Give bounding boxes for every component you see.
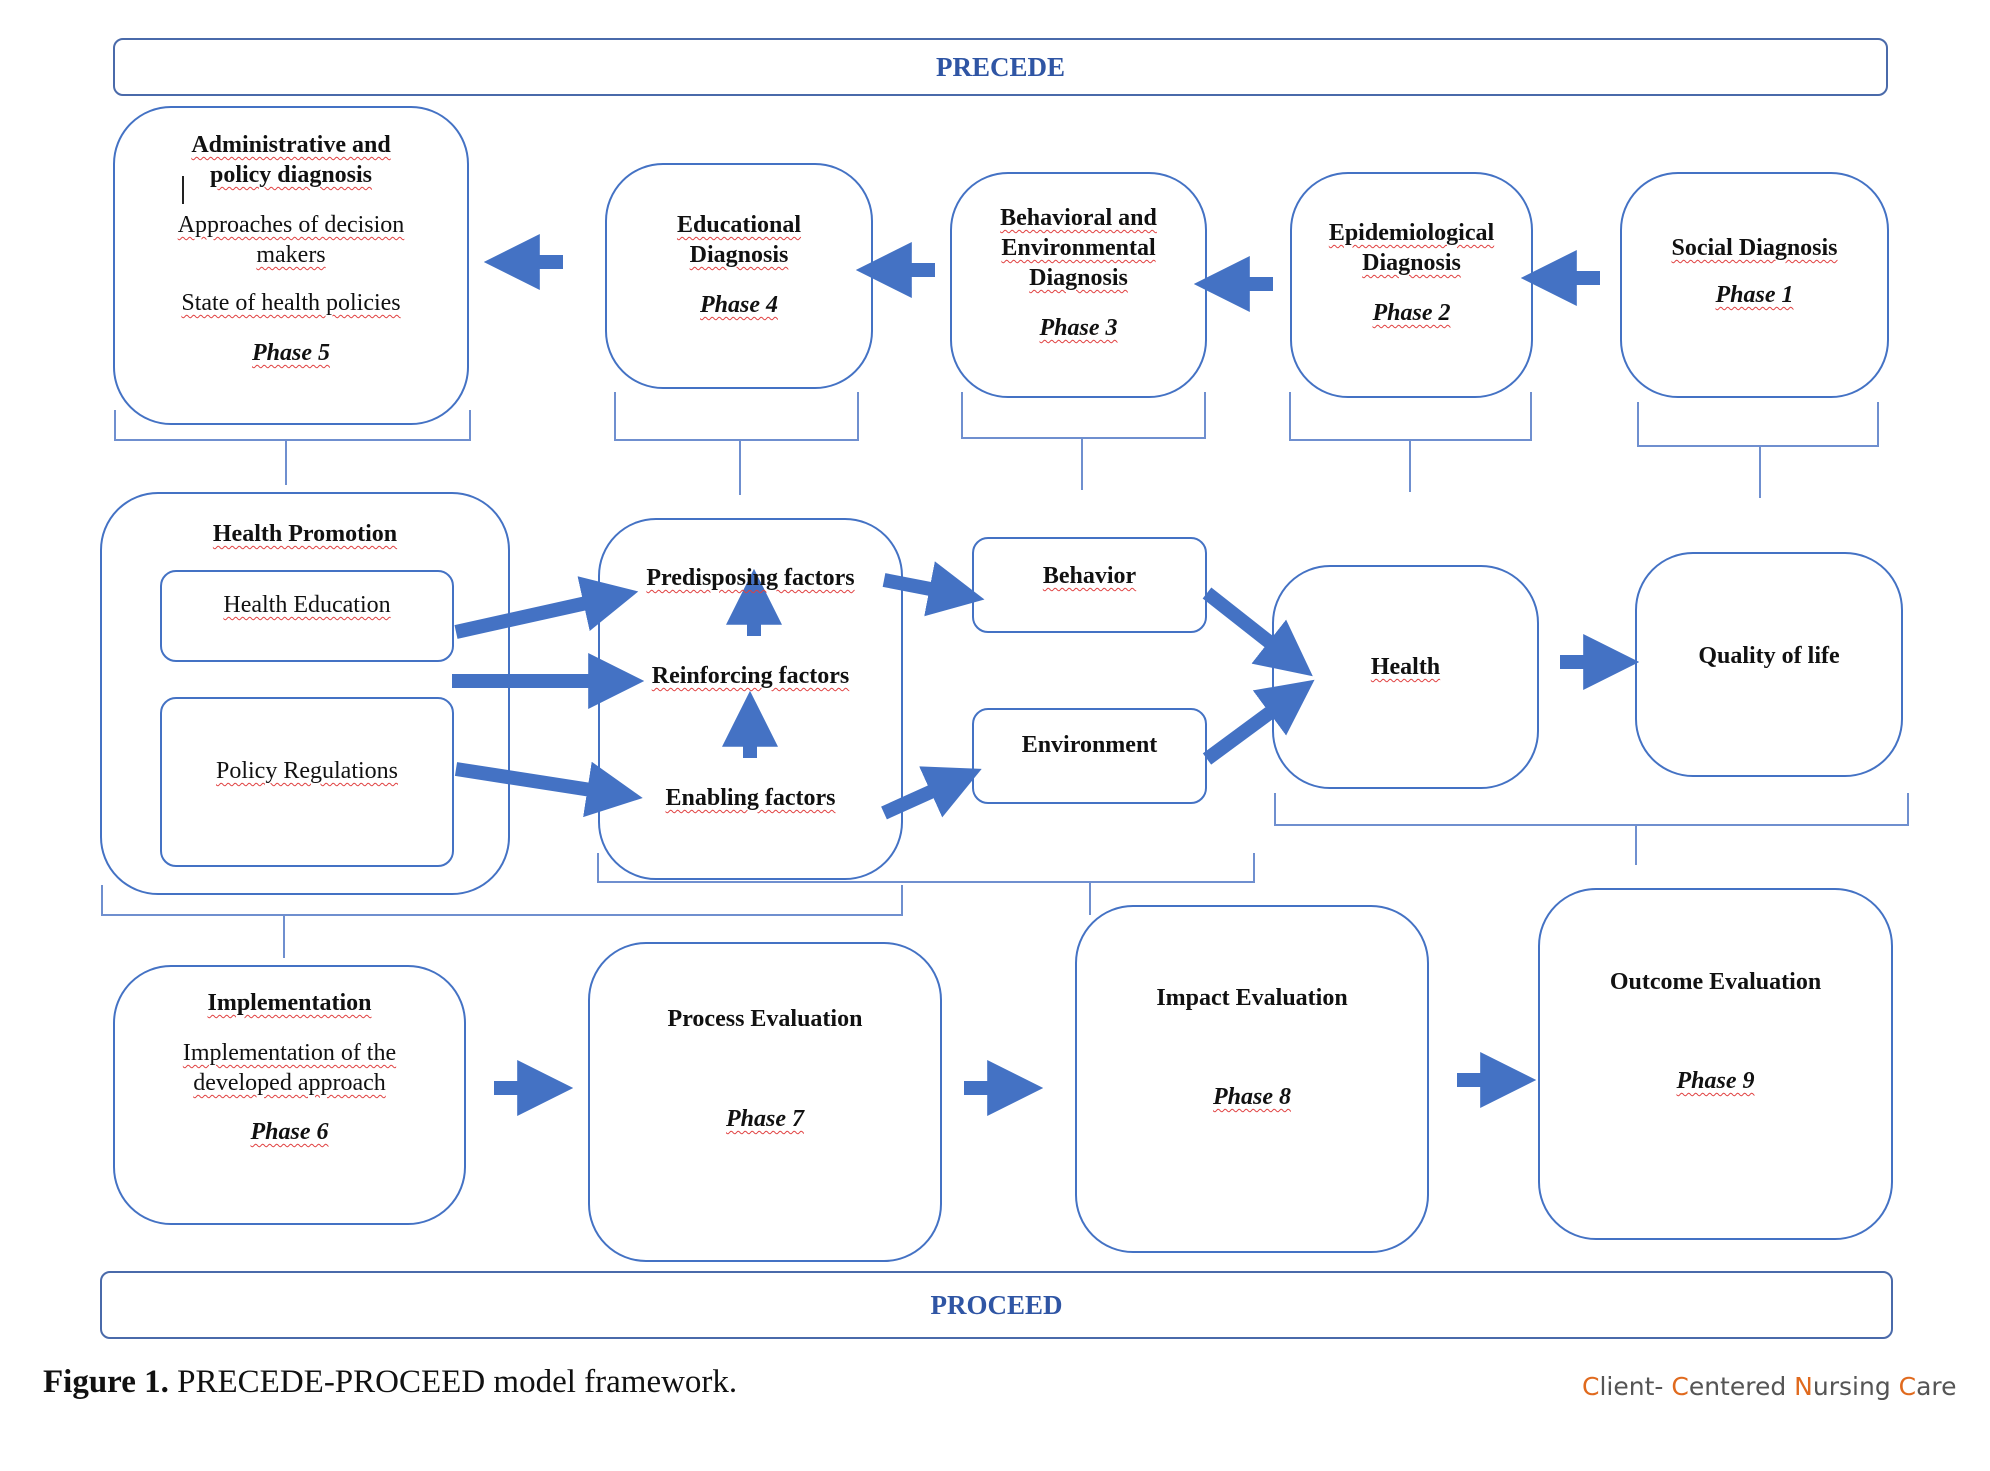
phase9-title: Outcome Evaluation (1609, 969, 1822, 995)
phase3-box (950, 172, 1207, 398)
enabling-factors-label: Enabling factors (665, 785, 836, 811)
figure-caption-label: Figure 1. (43, 1364, 169, 1400)
health-label: Health (1370, 654, 1441, 680)
phase3-title-line2: Environmental (1001, 235, 1156, 261)
proceed-banner: PROCEED (100, 1271, 1893, 1339)
phase5-title-line1: Administrative and (191, 132, 391, 158)
brand-initial-4: C (1898, 1372, 1917, 1401)
phase5-item1-line2: makers (256, 242, 326, 268)
figure-caption-text: PRECEDE-PROCEED model framework. (177, 1364, 738, 1400)
health-promotion-box (100, 492, 510, 895)
phase5-item2: State of health policies (181, 290, 401, 316)
journal-brand: Client- Centered Nursing Care (1582, 1372, 1957, 1401)
phase1-title: Social Diagnosis (1671, 235, 1838, 261)
phase6-desc-line2: developed approach (193, 1070, 386, 1096)
phase1-box (1620, 172, 1889, 398)
phase5-label: Phase 5 (252, 340, 330, 366)
behavior-label: Behavior (1042, 563, 1137, 589)
policy-regulations-label: Policy Regulations (216, 758, 398, 784)
phase2-title-line1: Epidemiological (1328, 220, 1495, 246)
brand-word-2: entered (1688, 1372, 1795, 1401)
factors-box (598, 518, 903, 880)
brace-phase4 (614, 392, 859, 495)
phase6-label: Phase 6 (250, 1119, 329, 1145)
phase3-label: Phase 3 (1039, 315, 1118, 341)
phase2-label: Phase 2 (1372, 300, 1451, 326)
phase5-box (113, 106, 469, 425)
text-cursor (182, 176, 184, 204)
brace-phase3 (961, 392, 1206, 490)
environment-label: Environment (1021, 732, 1158, 758)
phase6-desc-line1: Implementation of the (182, 1040, 397, 1066)
phase4-label: Phase 4 (700, 292, 778, 318)
quality-of-life-box (1635, 552, 1903, 777)
phase5-item1-line1: Approaches of decision (177, 212, 405, 238)
phase2-box (1290, 172, 1533, 398)
brace-quality (1274, 793, 1909, 865)
health-education-box (160, 570, 454, 662)
predisposing-factors-label: Predisposing factors (646, 565, 855, 591)
policy-regulations-box (160, 697, 454, 867)
phase5-title-line2: policy diagnosis (209, 162, 373, 188)
phase4-title-line1: Educational (676, 212, 802, 238)
brace-phase5 (114, 410, 471, 485)
brand-word-3: ursing (1812, 1372, 1899, 1401)
phase7-label: Phase 7 (726, 1106, 804, 1132)
phase9-box (1538, 888, 1893, 1240)
brand-initial-2: C (1671, 1372, 1689, 1401)
health-education-label: Health Education (223, 592, 391, 618)
phase4-title-line2: Diagnosis (689, 242, 789, 268)
brace-group (101, 392, 1909, 958)
brace-phase1 (1637, 402, 1879, 498)
phase7-title: Process Evaluation (667, 1006, 863, 1032)
phase4-box (605, 163, 873, 389)
health-promotion-title: Health Promotion (212, 521, 398, 547)
brace-promotion (101, 885, 903, 958)
phase1-label: Phase 1 (1715, 282, 1794, 308)
phase8-label: Phase 8 (1213, 1084, 1291, 1110)
arrow-environment-health (1202, 679, 1315, 765)
phase8-box (1075, 905, 1429, 1253)
arrow-behavior-health (1202, 587, 1313, 677)
brace-phase2 (1289, 392, 1532, 492)
brand-initial-3: N (1794, 1372, 1813, 1401)
reinforcing-factors-label: Reinforcing factors (651, 663, 850, 689)
phase2-title-line2: Diagnosis (1362, 250, 1461, 276)
phase3-title-line3: Diagnosis (1029, 265, 1128, 291)
brace-factors (597, 853, 1255, 915)
precede-banner: PRECEDE (113, 38, 1888, 96)
phase6-box (113, 965, 466, 1225)
phase9-label: Phase 9 (1676, 1068, 1755, 1094)
arrow-predisposing-behavior (882, 561, 985, 617)
arrow-education-predisposing (454, 576, 639, 639)
quality-of-life-label: Quality of life (1698, 643, 1840, 669)
arrow-policy-enabling (454, 761, 643, 818)
brand-initial-1: C (1582, 1372, 1600, 1401)
phase7-box (588, 942, 942, 1262)
health-box (1272, 565, 1539, 789)
phase3-title-line1: Behavioral and (1000, 205, 1157, 231)
behavior-box (972, 537, 1207, 633)
arrow-group (452, 234, 1640, 1116)
figure-caption: Figure 1. PRECEDE-PROCEED model framewor… (43, 1364, 737, 1401)
arrow-enabling-environment (881, 766, 982, 820)
phase8-title: Impact Evaluation (1156, 985, 1348, 1011)
environment-box (972, 708, 1207, 804)
phase6-title: Implementation (207, 990, 372, 1016)
brand-word-4: are (1916, 1372, 1957, 1401)
brand-word-1: lient- (1599, 1372, 1672, 1401)
